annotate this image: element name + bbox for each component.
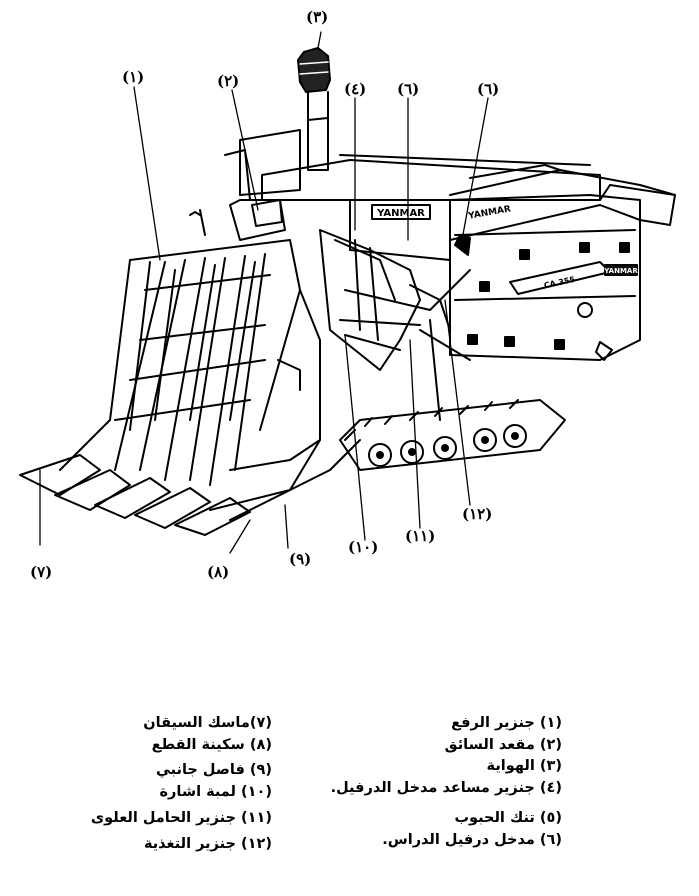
grain-tank-auger: YANMAR: [449, 164, 676, 256]
legend-item-8: (٨) سكينة القطع: [151, 736, 272, 753]
muffler-pipe: [297, 47, 331, 171]
callout-10: (١٠): [348, 538, 379, 556]
legend-item-6: (٦) مدخل درفيل الدراس.: [382, 831, 562, 848]
driver-seat: [189, 149, 286, 241]
model-label: CA 355: [543, 275, 576, 290]
callout-3: (٣): [306, 8, 329, 26]
legend-item-2: (٢) مقعد السائق: [444, 736, 562, 753]
legend-right-column: (١) جنزير الرفع (٢) مقعد السائق (٣) الهو…: [330, 713, 562, 851]
callout-6-right: (٦): [477, 80, 500, 98]
callout-12: (١٢): [462, 505, 493, 523]
leader-lines: [39, 31, 489, 554]
reaper-header: [59, 239, 321, 486]
legend-item-5: (٥) تنك الحبوب: [454, 809, 562, 826]
callout-6-upper: (٦): [397, 80, 420, 98]
legend-item-10: (١٠) لمبة اشارة: [159, 784, 272, 801]
harvester-body: YANMAR CA 355 YANMAR: [239, 129, 641, 361]
callout-8: (٨): [207, 563, 230, 581]
callout-7: (٧): [30, 563, 53, 581]
crawler-track: [339, 399, 566, 471]
legend-item-7: (٧)ماسك السيقان: [143, 715, 272, 731]
callout-4: (٤): [344, 80, 367, 98]
legend-item-4: (٤) جنزير مساعد مدخل الدرفيل.: [330, 780, 562, 797]
combine-harvester-drawing: YANMAR CA 355 YANMAR YANMAR: [19, 31, 676, 554]
legend-item-3: (٣) الهواية: [486, 758, 562, 775]
callout-9: (٩): [289, 550, 312, 568]
crop-dividers: [19, 439, 361, 536]
callout-11: (١١): [405, 527, 436, 545]
callout-2: (٢): [217, 72, 240, 90]
auger-brand-label: YANMAR: [467, 204, 512, 222]
feed-chain-assembly: [319, 229, 471, 421]
callout-1: (١): [122, 68, 145, 86]
side-panel-plate: [604, 264, 638, 276]
side-panel-label: YANMAR: [603, 267, 638, 275]
brand-plate: [371, 204, 431, 220]
legend-item-11: (١١) جنزير الحامل العلوى: [90, 809, 272, 826]
legend-item-12: (١٢) جنزير التغذية: [143, 835, 272, 852]
legend-left-column: (٧)ماسك السيقان (٨) سكينة القطع (٩) فاصل…: [90, 713, 272, 855]
legend-item-9: (٩) فاصل جانبي: [155, 762, 272, 779]
legend-item-1: (١) جنزير الرفع: [451, 715, 562, 731]
brand-plate-text: YANMAR: [376, 208, 425, 219]
